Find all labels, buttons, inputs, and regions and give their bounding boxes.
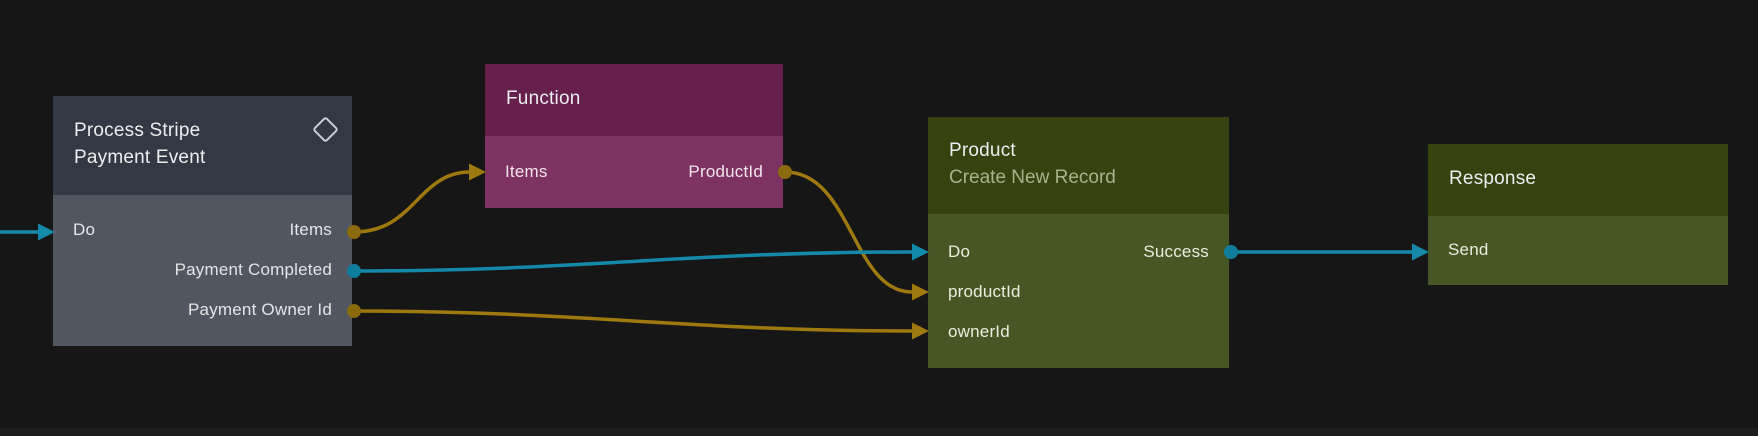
node-body: Send bbox=[1428, 216, 1728, 285]
arrowhead-product-do bbox=[912, 243, 929, 261]
wire-payment-completed-to-do[interactable] bbox=[347, 243, 929, 279]
node-header[interactable]: Response bbox=[1428, 144, 1728, 216]
node-response[interactable]: Response Send bbox=[1428, 144, 1728, 285]
node-function[interactable]: Function Items ProductId bbox=[485, 64, 783, 208]
input-port-do[interactable]: Do bbox=[948, 242, 971, 261]
output-port-productid[interactable]: ProductId bbox=[688, 162, 763, 181]
wire-payment-owner-id-to-ownerid[interactable] bbox=[347, 304, 929, 340]
input-port-productid[interactable]: productId bbox=[948, 282, 1021, 301]
wire-success-to-send[interactable] bbox=[1224, 243, 1429, 261]
wire-incoming-to-do[interactable] bbox=[0, 223, 55, 241]
input-port-do[interactable]: Do bbox=[73, 220, 96, 239]
port-row: productId bbox=[928, 272, 1229, 312]
port-row: Payment Owner Id bbox=[53, 290, 352, 330]
input-port-send[interactable]: Send bbox=[1448, 240, 1489, 259]
node-body: Do Items Payment Completed Payment Owner… bbox=[53, 195, 352, 346]
arrowhead-product-ownerid bbox=[912, 322, 929, 340]
output-port-success[interactable]: Success bbox=[1143, 242, 1209, 261]
output-port-items[interactable]: Items bbox=[289, 220, 332, 239]
node-product-create-new-record[interactable]: Product Create New Record Do Success pro… bbox=[928, 117, 1229, 368]
port-row: Items ProductId bbox=[485, 152, 783, 192]
port-row: Do Items bbox=[53, 210, 352, 250]
diamond-icon bbox=[312, 116, 339, 143]
node-title: Product bbox=[949, 140, 1016, 161]
input-port-ownerid[interactable]: ownerId bbox=[948, 322, 1010, 341]
node-title: Process Stripe Payment Event bbox=[74, 120, 206, 168]
node-body: Items ProductId bbox=[485, 136, 783, 208]
node-body: Do Success productId ownerId bbox=[928, 214, 1229, 368]
port-row: ownerId bbox=[928, 312, 1229, 352]
input-port-items[interactable]: Items bbox=[505, 162, 548, 181]
node-subtitle: Create New Record bbox=[949, 167, 1116, 188]
node-header[interactable]: Function bbox=[485, 64, 783, 136]
output-port-payment-owner-id[interactable]: Payment Owner Id bbox=[188, 300, 332, 319]
wire-productid-to-product[interactable] bbox=[778, 165, 929, 301]
output-port-payment-completed[interactable]: Payment Completed bbox=[174, 260, 332, 279]
port-row: Do Success bbox=[928, 232, 1229, 272]
port-row: Send bbox=[1428, 230, 1728, 270]
port-row: Payment Completed bbox=[53, 250, 352, 290]
node-header[interactable]: Process Stripe Payment Event bbox=[53, 96, 352, 195]
wire-items-to-function[interactable] bbox=[347, 163, 486, 240]
arrowhead-product-productid bbox=[912, 283, 929, 301]
node-title: Response bbox=[1449, 168, 1537, 189]
node-header[interactable]: Product Create New Record bbox=[928, 117, 1229, 214]
node-title: Function bbox=[506, 88, 581, 109]
canvas-bottom-edge bbox=[0, 428, 1758, 436]
node-process-stripe-payment-event[interactable]: Process Stripe Payment Event Do Items Pa… bbox=[53, 96, 352, 346]
arrowhead-function-items bbox=[469, 163, 486, 181]
arrowhead-response-send bbox=[1412, 243, 1429, 261]
